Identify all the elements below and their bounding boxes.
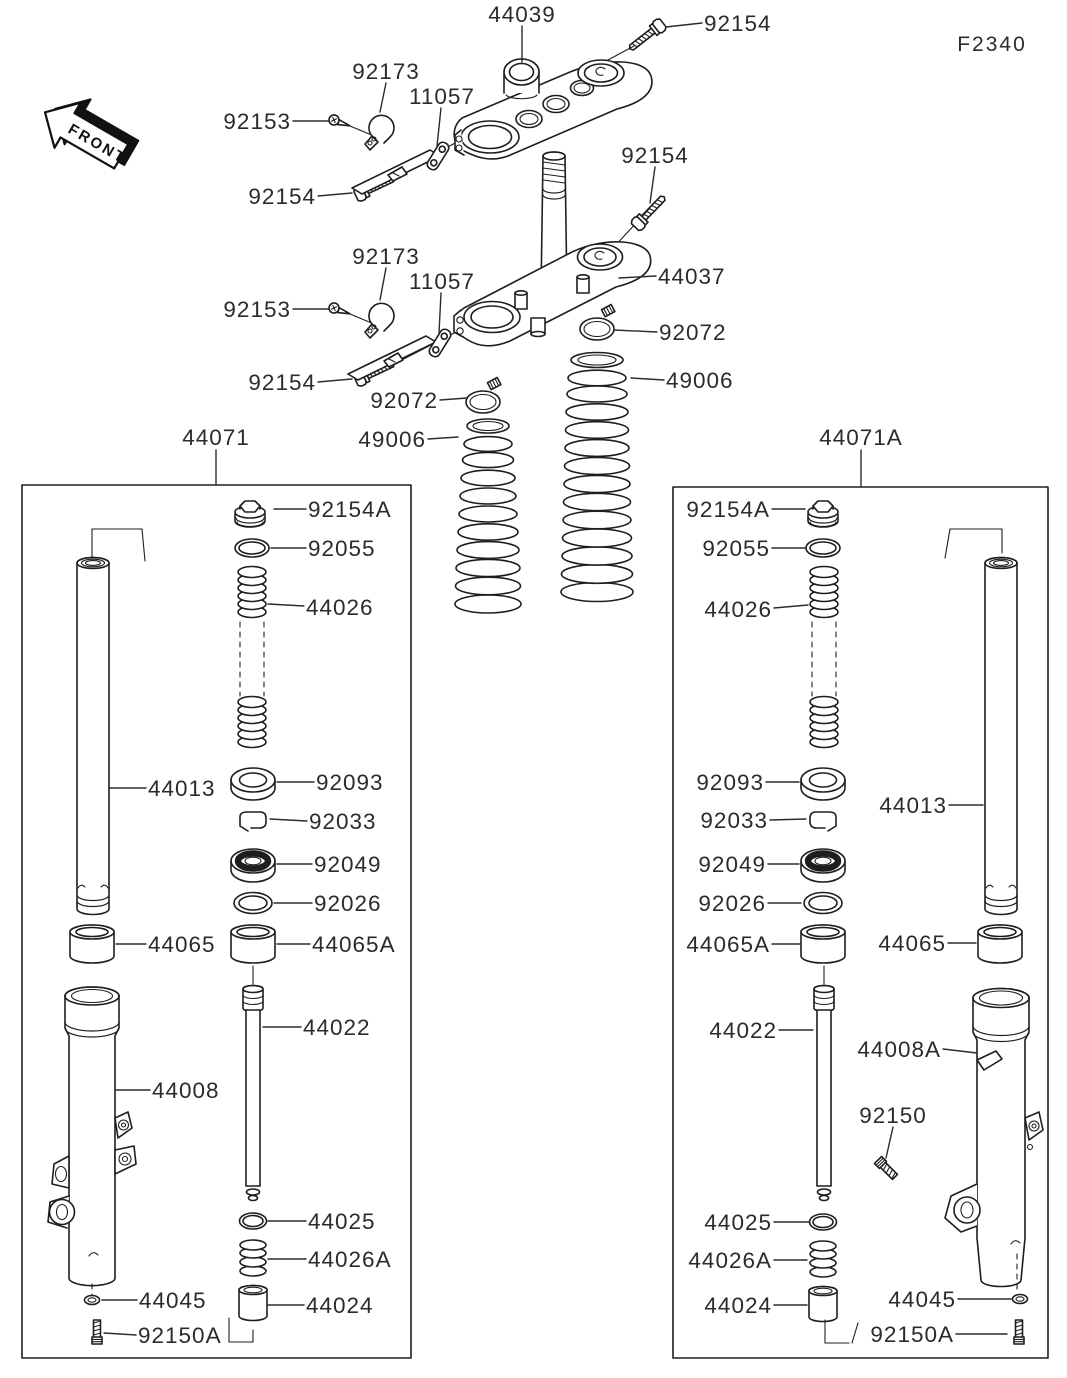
screw-upper [326, 112, 353, 132]
stem-bolt-lower [629, 191, 671, 233]
part-label-44026-37: 44026 [704, 597, 772, 622]
part-label-44026A-31: 44026A [308, 1247, 392, 1272]
part-label-92026-25: 92026 [314, 891, 382, 916]
part-label-92033-23: 92033 [309, 809, 377, 834]
part-label-44013-43: 44013 [879, 793, 947, 818]
leader-line-92072-14 [439, 397, 468, 401]
part-label-92173-2: 92173 [352, 59, 420, 84]
hose-clamp-right [579, 303, 616, 341]
leader-line-44026-20 [267, 603, 305, 607]
part-label-44071-16: 44071 [182, 425, 250, 450]
part-label-44026-20: 44026 [306, 595, 374, 620]
lower-triple-clamp-drawing [453, 241, 652, 347]
part-label-44039-0: 44039 [488, 2, 556, 27]
leader-line-44026-37 [773, 604, 809, 609]
part-label-92072-12: 92072 [659, 320, 727, 345]
screw-lower [326, 300, 353, 320]
part-label-49006-13: 49006 [666, 368, 734, 393]
part-label-92026-41: 92026 [698, 891, 766, 916]
part-label-92150A-52: 92150A [870, 1322, 954, 1347]
part-label-44045-51: 44045 [888, 1287, 956, 1312]
leader-line-92154-1 [665, 22, 703, 28]
p-clamp-lower [364, 302, 395, 339]
leader-line-92154-11 [317, 378, 353, 383]
front-direction-arrow: FRONT [43, 98, 140, 170]
leader-line-49006-13 [630, 377, 665, 381]
leader-line-44008A-46 [942, 1048, 978, 1054]
leader-line-44037-10 [618, 275, 657, 279]
leader-line-11057-3 [436, 107, 442, 147]
leader-line-92033-23 [269, 818, 308, 822]
part-label-92055-19: 92055 [308, 536, 376, 561]
band-strip-upper [351, 149, 441, 195]
part-label-44026A-49: 44026A [688, 1248, 772, 1273]
part-label-92154A-18: 92154A [308, 497, 392, 522]
part-label-92150-47: 92150 [859, 1103, 927, 1128]
part-label-92049-40: 92049 [698, 852, 766, 877]
left-box-parts [47, 500, 275, 1345]
leader-line-49006-15 [427, 436, 459, 440]
steering-stem-head-bolt [624, 16, 669, 56]
hose-clamp-left [465, 376, 502, 414]
part-label-92072-14: 92072 [370, 388, 438, 413]
part-label-92150A-34: 92150A [138, 1323, 222, 1348]
leader-line-92033-39 [769, 818, 807, 821]
upper-triple-clamp-drawing [453, 58, 653, 160]
leader-line-11057-8 [438, 292, 442, 334]
part-label-92049-24: 92049 [314, 852, 382, 877]
leader-line-92072-12 [613, 329, 658, 333]
part-label-92055-36: 92055 [702, 536, 770, 561]
part-label-92154A-35: 92154A [686, 497, 770, 522]
part-label-44071A-17: 44071A [819, 425, 903, 450]
part-label-44065A-42: 44065A [686, 932, 770, 957]
part-label-44013-21: 44013 [148, 776, 216, 801]
part-label-44045-32: 44045 [139, 1288, 207, 1313]
part-label-44008A-46: 44008A [857, 1037, 941, 1062]
part-label-11057-8: 11057 [409, 269, 475, 294]
leader-line-92150A-34 [103, 1332, 137, 1336]
leader-line-92150-47 [885, 1126, 894, 1159]
part-label-92153-4: 92153 [223, 109, 291, 134]
part-label-92033-39: 92033 [700, 808, 768, 833]
part-label-92154-5: 92154 [248, 184, 316, 209]
part-label-44024-50: 44024 [704, 1293, 772, 1318]
band-strip-lower [347, 335, 437, 381]
right-box-parts [801, 500, 1044, 1345]
part-label-44065A-27: 44065A [312, 932, 396, 957]
part-label-92154-11: 92154 [248, 370, 316, 395]
leader-line-92173-7 [379, 267, 387, 301]
part-label-44065-44: 44065 [878, 931, 946, 956]
part-label-44065-26: 44065 [148, 932, 216, 957]
part-label-92093-22: 92093 [316, 770, 384, 795]
leader-line-92154-6 [649, 166, 656, 204]
part-label-92153-9: 92153 [223, 297, 291, 322]
fork-boot-right [560, 351, 634, 603]
part-label-92173-7: 92173 [352, 244, 420, 269]
part-label-92154-6: 92154 [621, 143, 689, 168]
leader-line-92154-5 [317, 192, 353, 197]
part-label-44022-45: 44022 [709, 1018, 777, 1043]
part-label-92093-38: 92093 [696, 770, 764, 795]
p-clamp-upper [364, 114, 395, 151]
part-label-44025-30: 44025 [308, 1209, 376, 1234]
part-label-49006-15: 49006 [358, 427, 426, 452]
figure-code: F2340 [957, 33, 1027, 56]
part-label-44037-10: 44037 [658, 264, 726, 289]
fork-boot-left [454, 418, 522, 614]
part-label-92154-1: 92154 [704, 11, 772, 36]
part-label-44022-28: 44022 [303, 1015, 371, 1040]
leader-line-92173-2 [379, 82, 387, 113]
part-label-44025-48: 44025 [704, 1210, 772, 1235]
part-label-44008-29: 44008 [152, 1078, 220, 1103]
part-label-44024-33: 44024 [306, 1293, 374, 1318]
part-label-11057-3: 11057 [409, 84, 475, 109]
